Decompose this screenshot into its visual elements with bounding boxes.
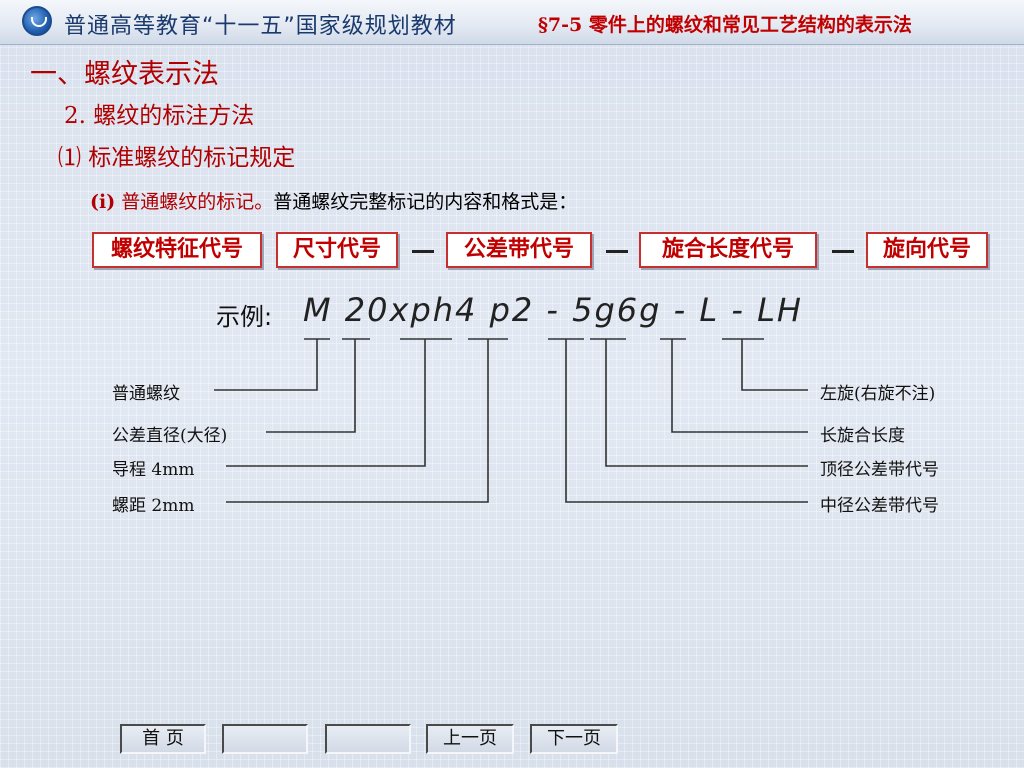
leader-pitch-tolerance bbox=[565, 339, 808, 503]
home-button[interactable]: 首 页 bbox=[120, 724, 206, 754]
next-page-button[interactable]: 下一页 bbox=[530, 724, 618, 754]
label-pitch-diameter-tolerance: 中径公差带代号 bbox=[820, 496, 939, 516]
leader-direction bbox=[741, 339, 808, 391]
format-dash bbox=[832, 250, 854, 253]
blank-nav-button-2[interactable] bbox=[325, 724, 411, 754]
example-code: M 20xph4 p2 - 5g6g - L - LH bbox=[303, 291, 803, 329]
heading-thread-annotation: 2. 螺纹的标注方法 bbox=[64, 103, 255, 129]
label-nominal-diameter: 公差直径(大径) bbox=[112, 426, 228, 446]
format-box-size-code: 尺寸代号 bbox=[276, 232, 398, 268]
heading-standard-thread-marking: ⑴ 标准螺纹的标记规定 bbox=[58, 145, 296, 171]
label-thread-type: 普通螺纹 bbox=[112, 384, 180, 404]
format-dash bbox=[606, 250, 628, 253]
intro-line: (i) 普通螺纹的标记。普通螺纹完整标记的内容和格式是： bbox=[90, 187, 577, 214]
example-label: 示例: bbox=[216, 303, 273, 331]
leader-thread-type bbox=[214, 339, 318, 391]
blank-nav-button-1[interactable] bbox=[222, 724, 308, 754]
label-crest-tolerance: 顶径公差带代号 bbox=[820, 460, 939, 480]
publisher-logo-icon bbox=[22, 6, 52, 36]
intro-black-text: 普通螺纹完整标记的内容和格式是： bbox=[273, 191, 578, 213]
label-direction: 左旋(右旋不注) bbox=[820, 384, 936, 404]
label-engagement-length: 长旋合长度 bbox=[820, 426, 905, 446]
leader-diameter bbox=[266, 339, 356, 433]
leader-pitch bbox=[226, 339, 489, 503]
prev-page-button[interactable]: 上一页 bbox=[426, 724, 514, 754]
format-dash bbox=[412, 250, 434, 253]
intro-red-text: 普通螺纹的标记。 bbox=[115, 191, 274, 213]
section-title: §7-5 零件上的螺纹和常见工艺结构的表示法 bbox=[538, 14, 912, 36]
format-box-direction-code: 旋向代号 bbox=[866, 232, 988, 268]
heading-thread-representation: 一、螺纹表示法 bbox=[30, 59, 219, 90]
intro-tag: (i) bbox=[90, 191, 116, 213]
format-box-feature-code: 螺纹特征代号 bbox=[92, 232, 262, 268]
leader-crest-tolerance bbox=[605, 339, 808, 467]
format-box-engagement-length-code: 旋合长度代号 bbox=[639, 232, 817, 268]
leader-engagement bbox=[671, 339, 808, 433]
course-title: 普通高等教育“十一五”国家级规划教材 bbox=[64, 14, 457, 39]
format-box-tolerance-code: 公差带代号 bbox=[446, 232, 592, 268]
leader-lead bbox=[226, 339, 426, 467]
label-pitch: 螺距 2mm bbox=[112, 496, 195, 516]
header-bar: 普通高等教育“十一五”国家级规划教材 §7-5 零件上的螺纹和常见工艺结构的表示… bbox=[0, 0, 1024, 45]
label-lead: 导程 4mm bbox=[112, 460, 195, 480]
